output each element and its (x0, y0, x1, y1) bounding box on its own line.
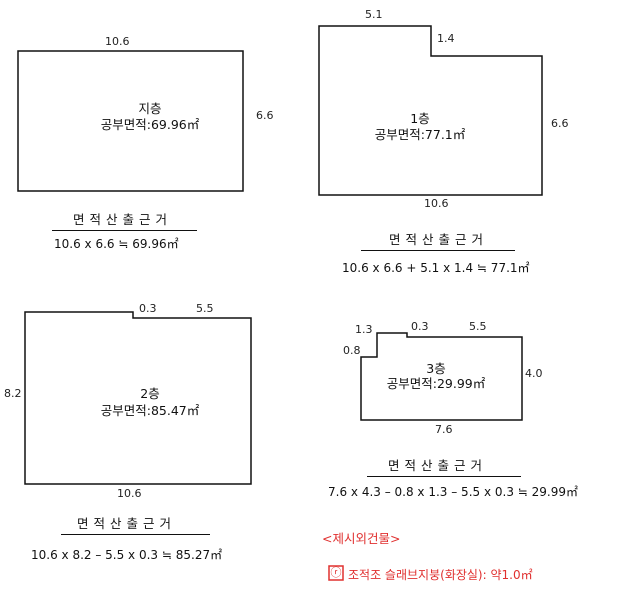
floor2-outline (24, 311, 252, 485)
excluded-title: <제시외건물> (322, 531, 401, 546)
floor1-header-underline (361, 250, 515, 251)
floor2-notch-label: 0.3 (139, 302, 157, 315)
floor3-header-underline (367, 476, 521, 477)
basement-width-label: 10.6 (105, 35, 130, 48)
excluded-description: 조적조 슬래브지붕(화장실): 약1.0㎡ (348, 568, 533, 582)
floor2-name: 2층 (140, 386, 160, 401)
floor2-bottom-label: 10.6 (117, 487, 142, 500)
floor1-step-label: 1.4 (437, 32, 455, 45)
floor3-left-top-label: 1.3 (355, 323, 373, 336)
floor3-notch-label: 0.3 (411, 320, 429, 333)
floor2-top-label: 5.5 (196, 302, 214, 315)
floor3-height-label: 4.0 (525, 367, 543, 380)
basement-header-underline (52, 230, 197, 231)
floor3-calc-header: 면적산출근거 (388, 458, 488, 473)
floor1-top-label: 5.1 (365, 8, 383, 21)
floor2-height-label: 8.2 (4, 387, 22, 400)
excluded-marker-icon: ⓡ (330, 566, 342, 579)
floor3-name: 3층 (426, 361, 446, 376)
floor3-outline (360, 332, 523, 421)
floor1-area: 공부면적:77.1㎡ (374, 127, 466, 142)
floor1-height-label: 6.6 (551, 117, 569, 130)
floor1-calc-header: 면적산출근거 (389, 232, 489, 247)
basement-name: 지층 (138, 101, 162, 116)
floor3-top-label: 5.5 (469, 320, 487, 333)
floor2-header-underline (61, 534, 210, 535)
basement-outline (17, 50, 244, 192)
basement-height-label: 6.6 (256, 109, 274, 122)
basement-formula: 10.6 x 6.6 ≒ 69.96㎡ (54, 237, 179, 251)
floor2-area: 공부면적:85.47㎡ (100, 403, 200, 418)
floor3-area: 공부면적:29.99㎡ (386, 376, 486, 391)
floor1-bottom-label: 10.6 (424, 197, 449, 210)
floor2-calc-header: 면적산출근거 (77, 516, 177, 531)
floor2-formula: 10.6 x 8.2 – 5.5 x 0.3 ≒ 85.27㎡ (31, 548, 223, 562)
excluded-marker-box (328, 565, 344, 581)
basement-calc-header: 면적산출근거 (73, 212, 173, 227)
floor1-name: 1층 (410, 111, 430, 126)
floor3-left-label: 0.8 (343, 344, 361, 357)
basement-area: 공부면적:69.96㎡ (100, 117, 200, 132)
floor1-outline (318, 25, 543, 196)
floor3-bottom-label: 7.6 (435, 423, 453, 436)
floor3-formula: 7.6 x 4.3 – 0.8 x 1.3 – 5.5 x 0.3 ≒ 29.9… (328, 485, 579, 499)
floor1-formula: 10.6 x 6.6 + 5.1 x 1.4 ≒ 77.1㎡ (342, 261, 530, 275)
